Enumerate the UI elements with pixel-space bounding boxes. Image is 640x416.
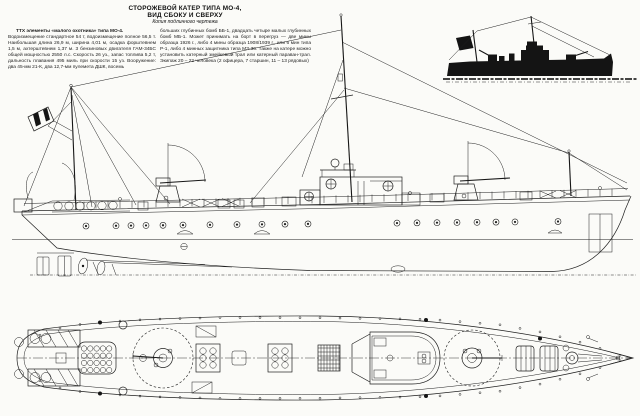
depth-charge-rack-side (23, 199, 131, 213)
spec-text-right-column: больших глубинных бомб ББ-1, двадцать че… (160, 29, 311, 65)
spec-body-right: больших глубинных бомб ББ-1, двадцать че… (160, 29, 311, 64)
main-mast-and-rigging (249, 13, 628, 204)
depth-charge-racks-plan (14, 329, 81, 387)
stern-gun-45mm (155, 143, 207, 203)
wheelhouse-plan (351, 331, 441, 385)
engine-room-skylights (139, 325, 341, 394)
side-view-drawing (12, 13, 636, 277)
page-subtitle-note: Копия подлинного чертежа (152, 19, 218, 25)
bow-gun-45mm (453, 141, 511, 201)
anchor-windlass-plan (562, 335, 633, 381)
porthole-row (82, 218, 562, 230)
spec-body-left: Водоизмещение стандартное 54 т, водоизме… (8, 34, 156, 70)
deck-rail (23, 188, 629, 204)
silhouette-thumbnail (443, 15, 637, 83)
hull-side-scoops (176, 229, 563, 250)
triatic-stay (70, 29, 342, 88)
aft-gun-platform-plan (132, 327, 194, 389)
aft-mast-and-searchlight (23, 29, 342, 211)
deck-edge-stanchion-dots (38, 316, 622, 400)
bow-gun-platform-plan (443, 329, 503, 387)
life-ring-icon (325, 178, 337, 190)
spec-text-left-column: ТТХ элементы «малого охотника» типа МО-4… (8, 29, 156, 71)
fore-staff (568, 151, 572, 197)
page-subtitle-view: ВИД СБОКУ И СВЕРХУ (147, 12, 223, 19)
spec-heading: ТТХ элементы «малого охотника» типа МО-4… (16, 29, 124, 34)
depth-charge-stowage-honeycomb (77, 341, 117, 375)
drawing-header: СТОРОЖЕВОЙ КАТЕР ТИПА МО-4, ВИД СБОКУ И … (60, 5, 310, 26)
propellers-rudders (36, 213, 613, 277)
hull-profile (21, 188, 632, 272)
wheelhouse-side (299, 158, 421, 206)
plan-view-drawing (14, 315, 635, 401)
bridge-searchlight-icon (330, 158, 340, 168)
deck-fittings-side (13, 162, 602, 213)
page-title: СТОРОЖЕВОЙ КАТЕР ТИПА МО-4, (128, 5, 242, 12)
foredeck-hatches (515, 345, 559, 372)
